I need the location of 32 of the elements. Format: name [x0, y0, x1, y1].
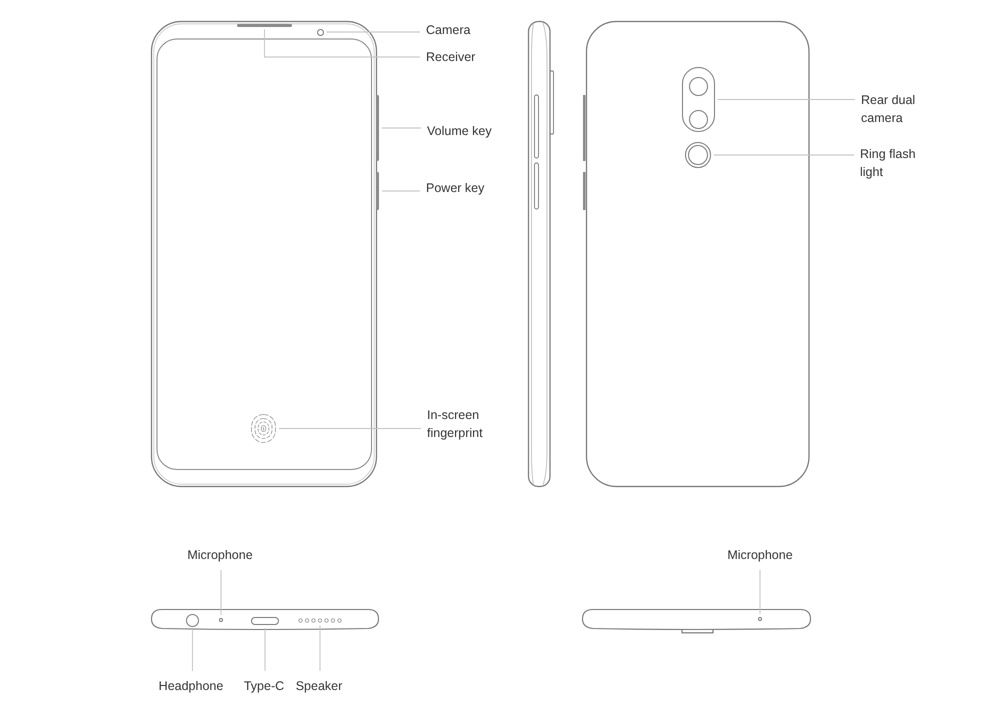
- speaker-grille: [298, 618, 342, 622]
- part-label: Speaker: [296, 677, 342, 695]
- leader-line: [192, 630, 193, 672]
- ring-flash: [685, 142, 711, 168]
- leader-line: [714, 154, 854, 156]
- dual-camera-module: [682, 67, 714, 132]
- part-label: In-screen fingerprint: [427, 406, 505, 442]
- part-label: Microphone: [727, 546, 793, 564]
- leader-line: [278, 428, 422, 429]
- part-label: Headphone: [158, 677, 224, 695]
- part-label: Camera: [426, 21, 470, 39]
- receiver-slot: [237, 24, 292, 26]
- part-label: Rear dual camera: [861, 91, 939, 127]
- power-key: [376, 172, 379, 210]
- part-label: Type-C: [244, 677, 284, 695]
- fingerprint-icon: [251, 414, 276, 443]
- leader-line: [382, 190, 420, 192]
- part-label: Power key: [426, 179, 484, 197]
- front-camera-lens: [316, 28, 324, 36]
- microphone-hole: [219, 618, 223, 622]
- leader-line: [264, 29, 420, 58]
- leader-line: [717, 99, 856, 100]
- part-label: Receiver: [426, 48, 476, 66]
- leader-line: [264, 628, 266, 672]
- part-label: Volume key: [427, 122, 492, 140]
- microphone-hole: [758, 617, 762, 621]
- part-label: Microphone: [187, 546, 253, 564]
- type-c-port: [251, 616, 279, 625]
- headphone-jack: [186, 614, 199, 627]
- leader-line: [220, 570, 222, 616]
- volume-key: [376, 95, 379, 161]
- part-label: Ring flash light: [860, 145, 938, 181]
